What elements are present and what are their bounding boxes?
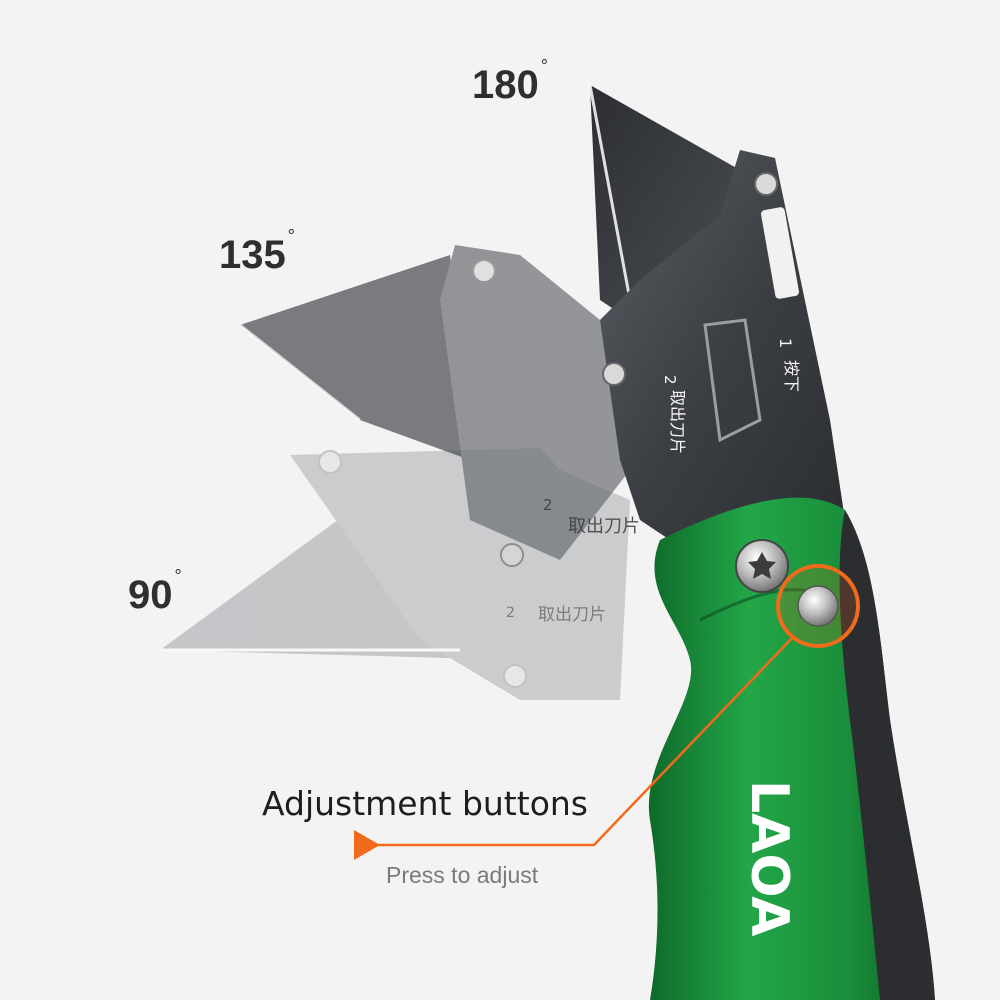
callout-pointer	[354, 635, 795, 860]
callout-subtitle: Press to adjust	[386, 862, 539, 888]
svg-text:按下: 按下	[782, 360, 801, 392]
blade-markings: 1 按下 2 取出刀片 2 取出刀片 2 取出刀片	[506, 338, 801, 625]
torx-screw-icon	[735, 539, 789, 593]
svg-text:2: 2	[543, 496, 553, 514]
degree-symbol: °	[174, 566, 182, 586]
degree-symbol: °	[540, 56, 548, 76]
svg-text:LAOA: LAOA	[739, 780, 799, 936]
angle-label-90: 90°	[128, 566, 182, 618]
angle-value-135: 135	[219, 233, 286, 277]
svg-text:2: 2	[661, 375, 679, 385]
brand-logo: LAOA	[739, 780, 799, 936]
callout-title: Adjustment buttons	[262, 784, 588, 823]
angle-value-180: 180	[472, 63, 539, 107]
angle-value-90: 90	[128, 573, 173, 617]
adjustment-button-icon[interactable]	[776, 564, 860, 648]
blade-180-main	[588, 84, 845, 560]
svg-text:1: 1	[776, 338, 795, 348]
svg-text:取出刀片: 取出刀片	[568, 516, 640, 537]
blade-135-ghost	[239, 245, 630, 567]
svg-text:2: 2	[506, 605, 515, 621]
degree-symbol: °	[287, 226, 295, 246]
svg-text:取出刀片: 取出刀片	[538, 605, 606, 625]
angle-label-180: 180°	[472, 56, 548, 108]
angle-label-135: 135°	[219, 226, 295, 278]
svg-text:取出刀片: 取出刀片	[668, 390, 687, 454]
